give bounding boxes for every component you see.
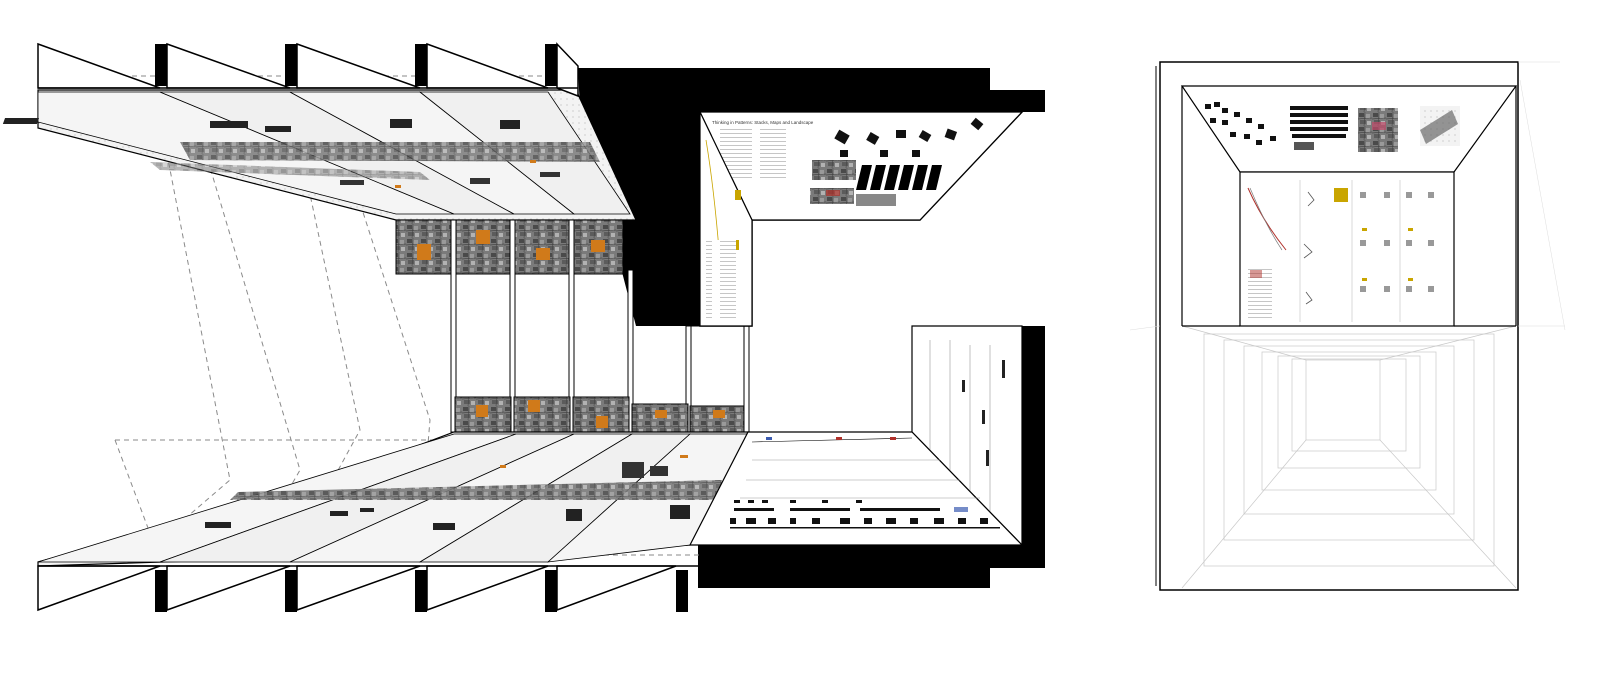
left-axonometric-view: Thinking in Patterns: Stacks, Maps and L…: [2, 42, 1045, 612]
perspective-ceiling-panel: [1180, 85, 1518, 173]
back-wall-panel: Thinking in Patterns: Stacks, Maps and L…: [699, 111, 1024, 327]
ceiling-bays: [2, 89, 637, 221]
floor-bays: [37, 431, 749, 567]
top-fins: [37, 42, 579, 98]
panel-title-text: Thinking in Patterns: Stacks, Maps and L…: [712, 120, 814, 125]
perspective-side-walls: [1181, 86, 1517, 327]
perspective-recession: [1181, 325, 1517, 589]
perspective-back-wall-panel: [1239, 171, 1455, 327]
right-perspective-view: [1129, 61, 1566, 591]
room-left-wall: [699, 111, 753, 327]
shadow-fills: [578, 68, 1045, 588]
room-floor-panel: [689, 431, 1024, 546]
lower-aerial-tiles: [454, 396, 745, 434]
bottom-fins: [37, 565, 698, 612]
